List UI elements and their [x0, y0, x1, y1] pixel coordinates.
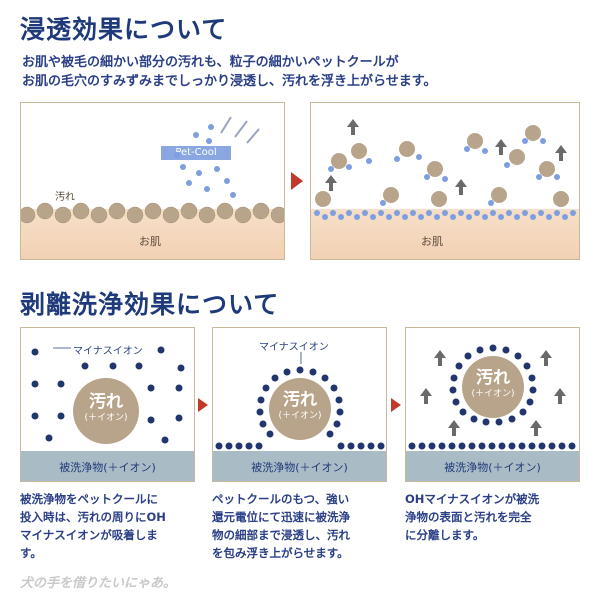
up-arrows: [325, 119, 567, 195]
dirt-sub: (＋イオン): [471, 389, 515, 399]
dirt-word: 汚れ: [89, 392, 123, 412]
intro-line-2: お肌の毛穴のすみずみまでしっかり浸透し、汚れを浮き上がらせます。: [22, 74, 437, 89]
desc-line: 物の細部まで浸透し、汚れ: [212, 528, 350, 542]
dirt-particles: [21, 202, 284, 224]
penetration-after-panel: お肌: [310, 102, 580, 260]
spray-lines: [220, 116, 260, 144]
intro-text: お肌や被毛の細かい部分の汚れも、粒子の細かいペットクールが お肌の毛穴のすみずみ…: [22, 53, 592, 91]
target-object-base: [21, 451, 194, 481]
minus-ions-scattered: [31, 346, 185, 444]
dirt-word: 汚れ: [476, 368, 510, 388]
dirt-circle: 汚れ (＋イオン): [462, 356, 524, 418]
desc-line: OHマイナスイオンが被洗: [405, 492, 540, 506]
minus-ion-label: マイナスイオン: [259, 342, 329, 353]
desc-line: マイナスイオンが吸着しま: [20, 528, 158, 542]
desc-line: ペットクールのもつ、強い: [212, 492, 350, 506]
droplets: [174, 124, 236, 198]
lifted-dirt: [315, 125, 569, 207]
section-title-peeling: 剥離洗浄効果について: [20, 290, 280, 319]
minus-ions-separated: [408, 344, 576, 450]
arrow-right-icon: [391, 398, 401, 412]
desc-line: に分離します。: [405, 528, 485, 542]
target-object-label: 被洗浄物(＋イオン): [444, 461, 541, 474]
section-title-penetration: 浸透効果について: [20, 15, 228, 44]
dirt-label: 汚れ: [55, 192, 75, 203]
intro-line-1: お肌や被毛の細かい部分の汚れも、粒子の細かいペットクールが: [22, 55, 399, 70]
desc-line: 被洗浄物をペットクールに: [20, 492, 158, 506]
penetration-before-illustration: [21, 116, 284, 224]
peeling-step3-panel: 汚れ (＋イオン) 被洗浄物(＋イオン): [405, 327, 580, 482]
target-object-base: [406, 451, 579, 481]
dirt-circle: 汚れ (＋イオン): [73, 378, 139, 444]
desc-line: す。: [20, 546, 42, 560]
description-step3: OHマイナスイオンが被洗 浄物の表面と汚れを完全 に分離します。: [405, 490, 585, 544]
description-step1: 被洗浄物をペットクールに 投入時は、汚れの周りにOH マイナスイオンが吸着しま …: [20, 490, 200, 562]
dirt-sub: (＋イオン): [278, 411, 322, 421]
blue-layer: [314, 210, 576, 220]
peeling-step1-panel: マイナスイオン 汚れ (＋イオン) 被洗浄物(＋イオン): [20, 327, 195, 482]
arrow-right-icon: [198, 398, 208, 412]
target-object-label: 被洗浄物(＋イオン): [59, 461, 156, 474]
dirt-sub: (＋イオン): [84, 413, 128, 423]
minus-ions-wrapping: [215, 352, 385, 450]
up-arrows: [420, 350, 566, 436]
peeling-step2-panel: マイナスイオン 汚れ (＋イオン) 被洗浄物(＋イオン): [212, 327, 387, 482]
desc-line: 還元電位にて迅速に被洗浄: [212, 510, 350, 524]
penetration-before-panel: お肌 汚れ Pet-Cool: [20, 102, 285, 260]
footer-watermark: 犬の手を借りたいにゃあ。: [20, 576, 177, 591]
droplets-around: [328, 138, 560, 206]
penetration-after-illustration: [314, 119, 576, 220]
dirt-word: 汚れ: [283, 390, 317, 410]
dirt-circle: 汚れ (＋イオン): [269, 378, 331, 440]
target-object-label: 被洗浄物(＋イオン): [251, 461, 348, 474]
desc-line: 浄物の表面と汚れを完全: [405, 510, 532, 524]
desc-line: 投入時は、汚れの周りにOH: [20, 510, 166, 524]
arrow-right-icon: [291, 172, 303, 190]
minus-ion-label: マイナスイオン: [73, 346, 143, 357]
skin-label: お肌: [139, 235, 161, 248]
description-step2: ペットクールのもつ、強い 還元電位にて迅速に被洗浄 物の細部まで浸透し、汚れ を…: [212, 490, 392, 562]
desc-line: を包み浮き上がらせます。: [212, 546, 349, 560]
skin-label: お肌: [421, 235, 443, 248]
target-object-base: [213, 451, 386, 481]
